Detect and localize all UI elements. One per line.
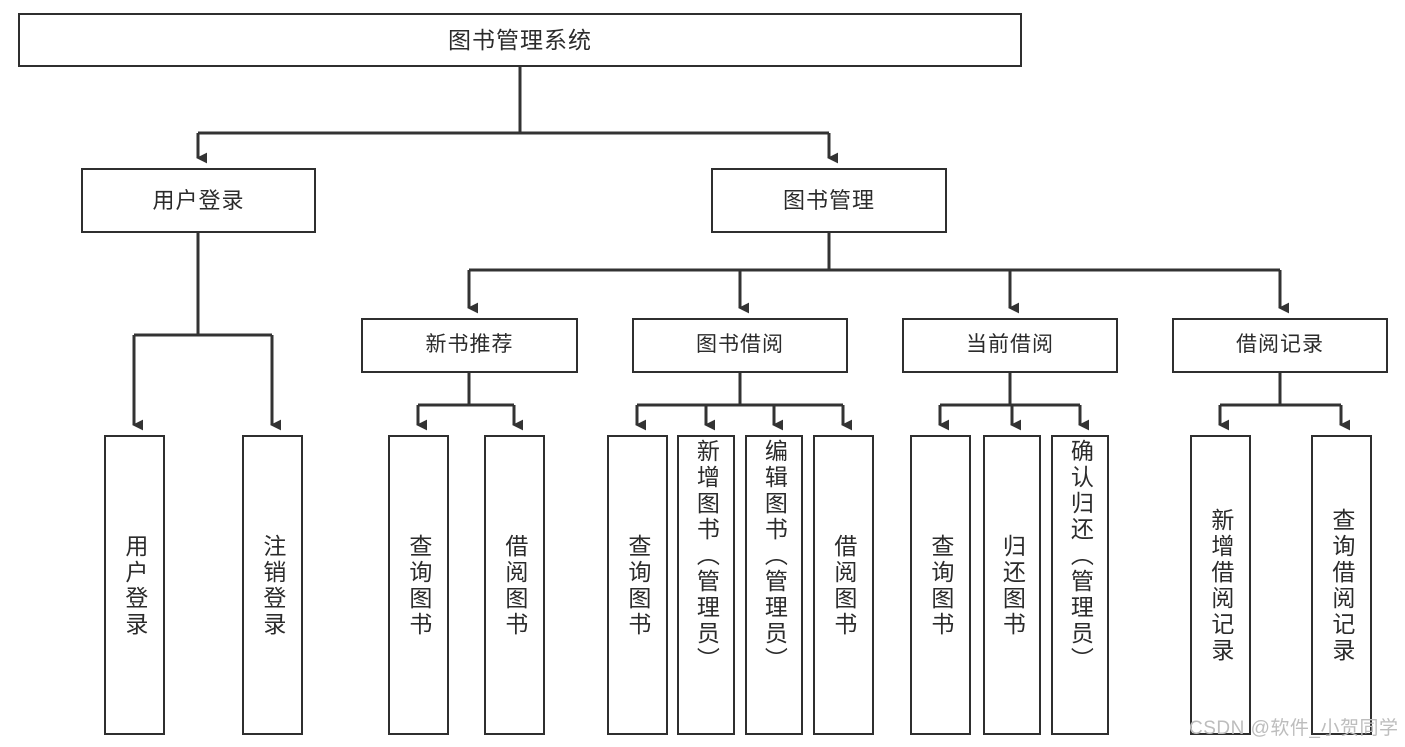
node-leaf-query-book-1[interactable]: 查询图书	[388, 435, 449, 735]
node-current-borrow[interactable]: 当前借阅	[902, 318, 1118, 373]
node-leaf-user-login[interactable]: 用户登录	[104, 435, 165, 735]
node-leaf-borrow-book-1[interactable]: 借阅图书	[484, 435, 545, 735]
node-leaf-confirm-return-label: 确认归还（管理员）	[1067, 439, 1094, 673]
node-book-borrow-label: 图书借阅	[696, 333, 784, 357]
node-root[interactable]: 图书管理系统	[18, 13, 1022, 67]
node-leaf-return-book-label: 归还图书	[999, 534, 1026, 638]
node-user-login[interactable]: 用户登录	[81, 168, 316, 233]
node-leaf-query-book-2-label: 查询图书	[624, 534, 651, 638]
node-leaf-add-book-label: 新增图书（管理员）	[693, 439, 720, 673]
node-leaf-query-book-3[interactable]: 查询图书	[910, 435, 971, 735]
node-leaf-borrow-book-2[interactable]: 借阅图书	[813, 435, 874, 735]
watermark: CSDN @软件_小贺同学	[1189, 718, 1399, 739]
node-new-book-rec-label: 新书推荐	[425, 333, 514, 357]
node-user-login-label: 用户登录	[152, 187, 245, 213]
node-current-borrow-label: 当前借阅	[966, 333, 1054, 357]
node-leaf-query-record-label: 查询借阅记录	[1328, 508, 1355, 664]
node-new-book-rec[interactable]: 新书推荐	[361, 318, 578, 373]
node-leaf-user-logout[interactable]: 注销登录	[242, 435, 303, 735]
node-leaf-borrow-book-2-label: 借阅图书	[830, 534, 857, 638]
node-leaf-add-book[interactable]: 新增图书（管理员）	[677, 435, 735, 735]
node-book-borrow[interactable]: 图书借阅	[632, 318, 848, 373]
node-book-manage[interactable]: 图书管理	[711, 168, 947, 233]
node-leaf-borrow-book-1-label: 借阅图书	[501, 534, 528, 638]
node-book-manage-label: 图书管理	[782, 187, 875, 213]
node-borrow-record[interactable]: 借阅记录	[1172, 318, 1388, 373]
node-leaf-user-login-label: 用户登录	[121, 534, 148, 638]
node-leaf-add-record[interactable]: 新增借阅记录	[1190, 435, 1251, 735]
node-leaf-query-book-2[interactable]: 查询图书	[607, 435, 668, 735]
node-leaf-return-book[interactable]: 归还图书	[983, 435, 1041, 735]
node-leaf-query-book-1-label: 查询图书	[405, 534, 432, 638]
node-leaf-edit-book[interactable]: 编辑图书（管理员）	[745, 435, 803, 735]
node-leaf-query-record[interactable]: 查询借阅记录	[1311, 435, 1372, 735]
node-leaf-add-record-label: 新增借阅记录	[1207, 508, 1234, 664]
node-borrow-record-label: 借阅记录	[1236, 333, 1324, 357]
node-leaf-edit-book-label: 编辑图书（管理员）	[761, 439, 788, 673]
node-leaf-query-book-3-label: 查询图书	[927, 534, 954, 638]
node-leaf-user-logout-label: 注销登录	[259, 534, 286, 638]
node-root-label: 图书管理系统	[448, 26, 592, 53]
node-leaf-confirm-return[interactable]: 确认归还（管理员）	[1051, 435, 1109, 735]
